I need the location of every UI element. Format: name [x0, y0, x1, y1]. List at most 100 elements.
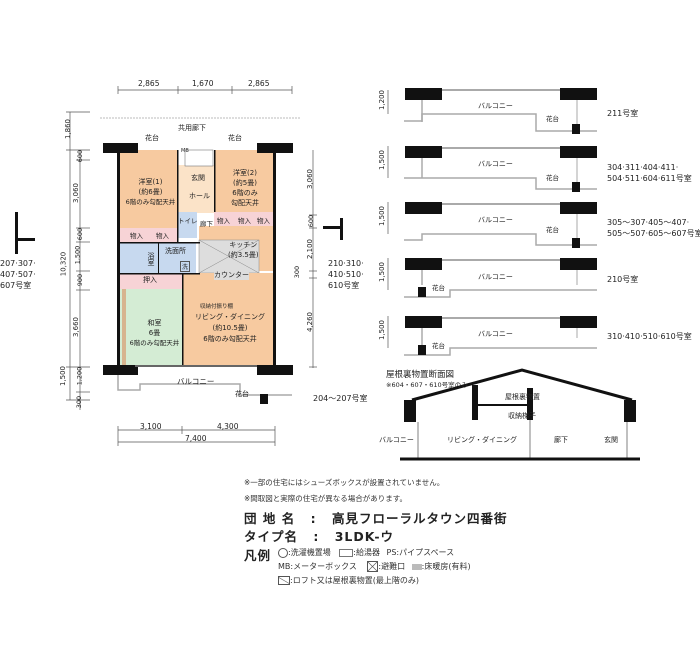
label-line: 410·510·: [328, 270, 364, 279]
tatami-room: [120, 289, 182, 367]
section-rooms: 211号室: [607, 109, 639, 118]
dim-left-9: 300: [75, 395, 84, 409]
bath-label: 浴室: [147, 252, 155, 266]
dim-left-4: 600: [76, 227, 85, 241]
legend-floor-heating: :床暖房(有料): [421, 562, 471, 571]
section-balcony: バルコニー: [478, 102, 513, 110]
attic-corridor-label: 廊下: [554, 436, 568, 444]
dim-top-2: 1,670: [192, 79, 214, 88]
complex-label: 団 地 名: [244, 511, 296, 526]
legend-row-1: :洗濯機置場 :給湯器 PS:パイプスペース: [278, 547, 454, 558]
storage-right: [214, 212, 273, 226]
room-name: 和室: [147, 319, 162, 327]
balcony-label: バルコニー: [177, 377, 215, 386]
dim-right-2: 600: [307, 214, 316, 228]
dim-left-balcony: 1,500: [59, 365, 68, 387]
complex-name-row: 団 地 名 : 高見フローラルタウン四番街: [244, 508, 507, 527]
escape-hatch-icon: [367, 561, 379, 572]
right-inset-label: 210·310· 410·510· 610号室: [328, 258, 364, 291]
room-size: (約6畳): [138, 188, 163, 196]
toilet: [178, 212, 197, 238]
washer-icon: [278, 547, 288, 558]
dim-right-5: 4,260: [306, 311, 315, 333]
living-dining: [182, 273, 273, 367]
legend-mb: MB:メーターボックス: [278, 562, 357, 571]
room-note: 6階のみ勾配天井: [125, 198, 176, 206]
legend-loft: :ロフト又は屋根裏物置(最上階のみ): [290, 576, 419, 585]
room-name: リビング・ダイニング: [195, 313, 265, 321]
corridor-small-label: 廊下: [200, 220, 213, 228]
label-line: 210·310·: [328, 259, 364, 268]
dim-left-3: 3,060: [72, 182, 81, 204]
dim-left-6: 900: [76, 273, 85, 287]
hall-label: ホール: [189, 192, 210, 200]
room-name: 洋室(1): [138, 178, 163, 186]
right-dimension-line: [309, 150, 317, 368]
dim-left-5: 1,500: [73, 245, 82, 265]
label-line: 304·311·404·411·: [607, 163, 679, 172]
room-note: 6階のみ: [232, 189, 258, 197]
legend-heater: :給湯器: [353, 548, 380, 557]
room-size: (約5畳): [233, 179, 257, 187]
section-dim: 1,500: [378, 205, 387, 227]
kitchen-label: キッチン (約3.5畳): [228, 240, 259, 260]
closet-label: 押入: [143, 276, 157, 284]
section-flower-bed: 花台: [432, 342, 445, 350]
laundry-icon: 洗: [180, 261, 191, 272]
section-balcony: バルコニー: [478, 330, 513, 338]
bath: [120, 243, 158, 273]
walls: [103, 143, 293, 375]
attic-section-drawing: [400, 368, 640, 461]
flower-bed-balcony: 花台: [235, 390, 249, 398]
floor-heating-icon: [411, 563, 422, 570]
room-note: 6階のみ勾配天井: [129, 339, 180, 347]
section-flower-bed: 花台: [546, 226, 559, 234]
storage-label: 物入: [130, 232, 143, 240]
counter-label: カウンター: [214, 270, 249, 280]
dim-right-4: 300: [293, 265, 302, 279]
section-flower-bed: 花台: [546, 115, 559, 123]
attic-living-label: リビング・ダイニング: [447, 436, 517, 444]
legend-washer: :洗濯機置場: [288, 548, 331, 557]
japanese-room-label: 和室 6畳 6階のみ勾配天井: [127, 318, 182, 348]
dim-bottom-1: 3,100: [140, 422, 162, 431]
legend-escape: :避難口: [378, 562, 406, 571]
dim-left-total: 10,320: [59, 251, 68, 277]
label-line: 504·511·604·611号室: [607, 174, 692, 183]
partition-label: 収納付振り棚: [200, 304, 234, 310]
dim-top-3: 2,865: [248, 79, 270, 88]
washroom-label: 洗面所: [165, 247, 186, 255]
section-rooms: 210号室: [607, 275, 639, 284]
dim-left-1: 1,860: [64, 118, 73, 140]
attic-entrance-label: 玄関: [604, 436, 618, 444]
storage-row: [120, 228, 178, 242]
flower-bed-left: 花台: [145, 134, 159, 142]
left-inset-icon: [15, 212, 35, 254]
legend-ps: PS:パイプスペース: [386, 548, 455, 557]
separator: :: [310, 511, 317, 526]
right-inset-icon: [323, 218, 343, 240]
type-label: タイプ名: [244, 529, 299, 544]
balcony-outline: [117, 375, 292, 396]
closet: [120, 273, 182, 289]
legend-row-2: MB:メーターボックス :避難口 :床暖房(有料): [278, 561, 471, 572]
note-2: ※間取図と実際の住宅が異なる場合があります。: [244, 494, 408, 503]
dim-left-8: 1,200: [75, 366, 84, 386]
bottom-dimension-line: [117, 426, 276, 446]
dim-right-1: 3,060: [306, 168, 315, 190]
room-name: 洋室(2): [233, 169, 257, 177]
section-dim: 1,500: [378, 149, 387, 171]
living-dining-label: リビング・ダイニング (約10.5畳) 6階のみ勾配天井: [190, 312, 270, 345]
type-value: 3LDK-ウ: [334, 529, 395, 544]
dim-left-7: 3,660: [72, 316, 81, 338]
dim-bottom-total: 7,400: [185, 434, 207, 443]
attic-storage-label: 屋根裏物置: [505, 393, 540, 401]
label-line: 505～507·605～607号室: [607, 229, 700, 238]
storage-label: 物入: [257, 217, 270, 225]
corridor-label: 共用廊下: [178, 124, 206, 132]
section-balcony: バルコニー: [478, 160, 513, 168]
dim-left-2: 600: [76, 149, 85, 163]
section-rooms: 305～307·405～407· 505～507·605～607号室: [607, 217, 700, 239]
hall-area: [178, 165, 215, 213]
